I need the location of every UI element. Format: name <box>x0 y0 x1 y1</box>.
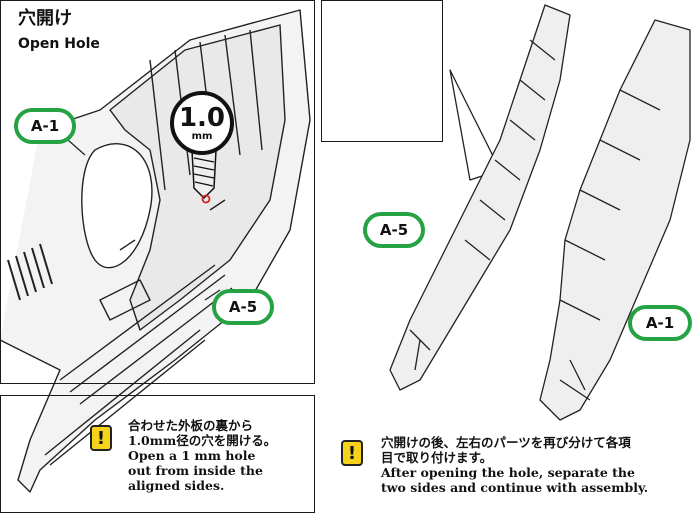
right-note-jp-line1: 穴開けの後、左右のパーツを再び分けて各項 <box>381 435 631 450</box>
callout-a1-left: A-1 <box>14 108 76 144</box>
zoom-inset-panel <box>321 0 443 142</box>
right-note: 穴開けの後、左右のパーツを再び分けて各項 目で取り付けます。 After ope… <box>381 435 648 495</box>
right-note-en-line2: two sides and continue with assembly. <box>381 480 649 495</box>
left-note: 合わせた外板の裏から 1.0mm径の穴を開ける。 Open a 1 mm hol… <box>128 418 276 493</box>
callout-a5-right: A-5 <box>363 212 425 248</box>
left-note-en-line2: out from inside the <box>128 463 263 478</box>
drill-size-badge: 1.0 mm <box>170 91 234 155</box>
warning-icon: ! <box>90 425 112 451</box>
left-note-en-line1: Open a 1 mm hole <box>128 448 256 463</box>
section-title-en: Open Hole <box>18 36 100 52</box>
drill-unit: mm <box>191 130 213 142</box>
right-note-jp-line2: 目で取り付けます。 <box>381 450 493 465</box>
warning-icon: ! <box>341 440 363 466</box>
right-parts-drawing <box>389 4 691 421</box>
left-note-jp-line2: 1.0mm径の穴を開ける。 <box>128 433 277 448</box>
right-note-en-line1: After opening the hole, separate the <box>381 465 635 480</box>
callout-a5-left: A-5 <box>212 289 274 325</box>
section-title-jp: 穴開け <box>18 8 72 29</box>
drill-bit-icon <box>191 149 217 204</box>
left-note-en-line3: aligned sides. <box>128 478 225 493</box>
left-detail-panel <box>0 0 315 384</box>
drill-size: 1.0 <box>178 102 226 133</box>
callout-a1-right: A-1 <box>628 305 692 341</box>
left-note-jp-line1: 合わせた外板の裏から <box>128 418 254 433</box>
